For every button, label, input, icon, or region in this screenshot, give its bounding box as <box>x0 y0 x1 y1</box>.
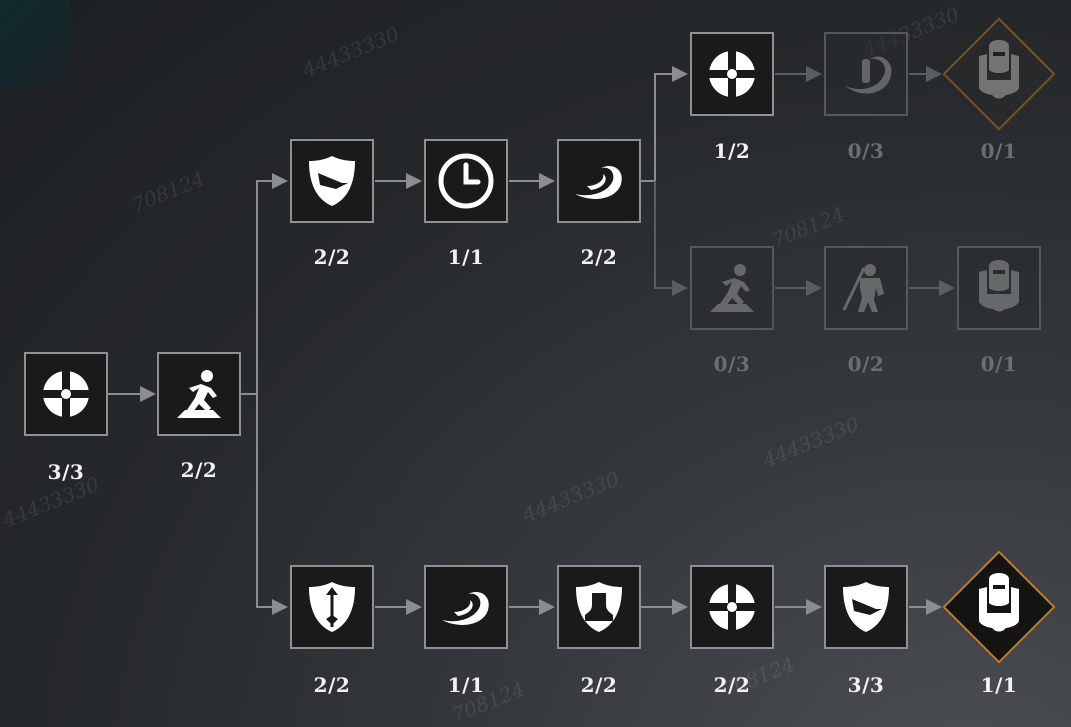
cross-circle-icon <box>708 583 756 631</box>
skill-count: 3/3 <box>847 673 885 697</box>
skill-node-cross[interactable] <box>24 352 108 436</box>
skill-count: 0/1 <box>980 352 1018 376</box>
knight-icon <box>979 573 1019 632</box>
skill-count: 3/3 <box>47 460 85 484</box>
skill-count: 2/2 <box>313 673 351 697</box>
knight-icon <box>979 260 1019 312</box>
eye-swirl-icon <box>844 56 892 94</box>
skill-node-knight[interactable] <box>957 246 1041 330</box>
skill-node-shield-arrow[interactable] <box>290 565 374 649</box>
skill-node-cross[interactable] <box>690 565 774 649</box>
skill-count: 0/1 <box>980 139 1018 163</box>
skill-node-knight-capstone[interactable] <box>942 17 1056 131</box>
sprinter-icon <box>177 370 221 418</box>
skill-node-sprint[interactable] <box>690 246 774 330</box>
skill-node-shield-wing[interactable] <box>824 565 908 649</box>
skill-node-cross[interactable] <box>690 32 774 116</box>
skill-count: 1/1 <box>447 245 485 269</box>
skill-node-sprint[interactable] <box>157 352 241 436</box>
skill-count: 2/2 <box>713 673 751 697</box>
swirl-icon <box>442 591 489 625</box>
skill-count: 2/2 <box>180 458 218 482</box>
skill-node-knight-capstone[interactable] <box>942 550 1056 664</box>
shield-wing-icon <box>309 156 355 206</box>
sprinter-icon <box>710 264 754 312</box>
skill-count: 1/2 <box>713 139 751 163</box>
cross-circle-icon <box>708 50 756 98</box>
swirl-icon <box>575 165 622 199</box>
skill-node-swirl[interactable] <box>557 139 641 223</box>
shield-wing-icon <box>843 582 889 632</box>
cross-circle-icon <box>42 370 90 418</box>
shield-bell-icon <box>576 582 622 632</box>
skill-node-shield-bell[interactable] <box>557 565 641 649</box>
skill-count: 0/3 <box>713 352 751 376</box>
skill-count: 1/1 <box>980 673 1018 697</box>
skill-count: 2/2 <box>580 673 618 697</box>
knight-icon <box>979 40 1019 99</box>
skill-count: 2/2 <box>580 245 618 269</box>
skill-node-eye-swirl[interactable] <box>824 32 908 116</box>
shield-arrow-icon <box>309 582 355 632</box>
skill-node-shield-wing[interactable] <box>290 139 374 223</box>
skill-count: 0/2 <box>847 352 885 376</box>
skill-count: 0/3 <box>847 139 885 163</box>
skill-node-warrior[interactable] <box>824 246 908 330</box>
clock-icon <box>438 153 494 209</box>
skill-node-clock[interactable] <box>424 139 508 223</box>
skill-node-swirl[interactable] <box>424 565 508 649</box>
corner-decoration <box>0 0 70 90</box>
skill-count: 1/1 <box>447 673 485 697</box>
warrior-icon <box>842 264 884 312</box>
skill-count: 2/2 <box>313 245 351 269</box>
